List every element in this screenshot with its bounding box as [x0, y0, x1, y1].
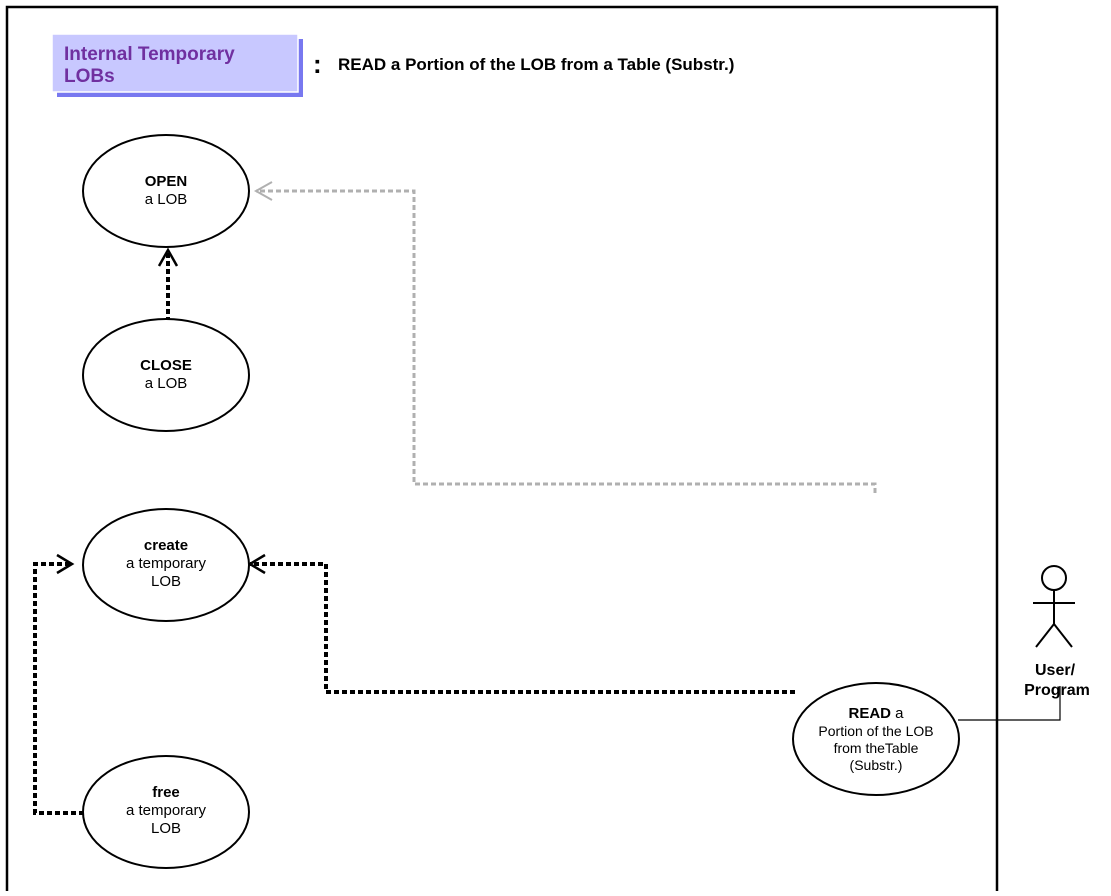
actor-stick-figure-icon	[1033, 565, 1075, 648]
diagram-frame	[5, 5, 999, 896]
use-case-open-text: a LOB	[145, 191, 188, 208]
use-case-read-line4: (Substr.)	[850, 757, 903, 773]
use-case-read-line1: READ a	[848, 705, 904, 722]
header-title-line2: LOBs	[64, 66, 115, 87]
use-case-open-bold: OPEN	[145, 173, 188, 190]
use-case-create-bold: create	[144, 537, 188, 554]
use-case-read-line1-rest: a	[891, 705, 904, 722]
use-case-close-bold: CLOSE	[140, 357, 192, 374]
header-separator: :	[313, 49, 322, 79]
arrowhead-create-from-free-icon	[56, 553, 75, 575]
use-case-create-ellipse	[82, 508, 250, 622]
use-case-create: create a temporary LOB	[82, 508, 250, 622]
connector-free-to-create	[33, 562, 84, 815]
use-case-close: CLOSE a LOB	[82, 318, 250, 432]
use-case-create-line3: LOB	[151, 573, 181, 590]
use-case-create-line2: a temporary	[126, 555, 207, 572]
use-case-read-line2: Portion of the LOB	[818, 723, 933, 739]
use-case-free-line2: a temporary	[126, 802, 207, 819]
diagram-subtitle: READ a Portion of the LOB from a Table (…	[338, 55, 734, 74]
arrowhead-open-from-close-icon	[157, 247, 179, 267]
connector-read-to-open	[256, 189, 877, 493]
use-case-free: free a temporary LOB	[82, 755, 250, 869]
arrowhead-open-icon	[253, 181, 273, 201]
header-box: Internal Temporary LOBs	[51, 33, 303, 97]
header-box-fill	[51, 33, 299, 93]
use-case-free-line3: LOB	[151, 820, 181, 837]
use-case-open: OPEN a LOB	[82, 134, 250, 248]
actor-user-program: User/ Program	[1024, 565, 1090, 699]
use-case-close-text: a LOB	[145, 375, 188, 392]
use-case-read-ellipse	[792, 682, 960, 796]
use-case-open-ellipse	[82, 134, 250, 248]
use-case-read-line3: from theTable	[834, 740, 919, 756]
actor-label-line1: User/	[1035, 662, 1076, 679]
use-case-free-ellipse	[82, 755, 250, 869]
header-title-line1: Internal Temporary	[64, 44, 235, 65]
use-case-read-bold: READ	[848, 705, 891, 722]
actor-label-line2: Program	[1024, 682, 1090, 699]
use-case-close-ellipse	[82, 318, 250, 432]
connector-read-to-create	[250, 562, 795, 694]
actor-association-line	[958, 686, 1061, 721]
arrowhead-create-from-read-icon	[247, 553, 266, 575]
use-case-free-bold: free	[152, 784, 180, 801]
use-case-read: READ a Portion of the LOB from theTable …	[792, 682, 960, 796]
